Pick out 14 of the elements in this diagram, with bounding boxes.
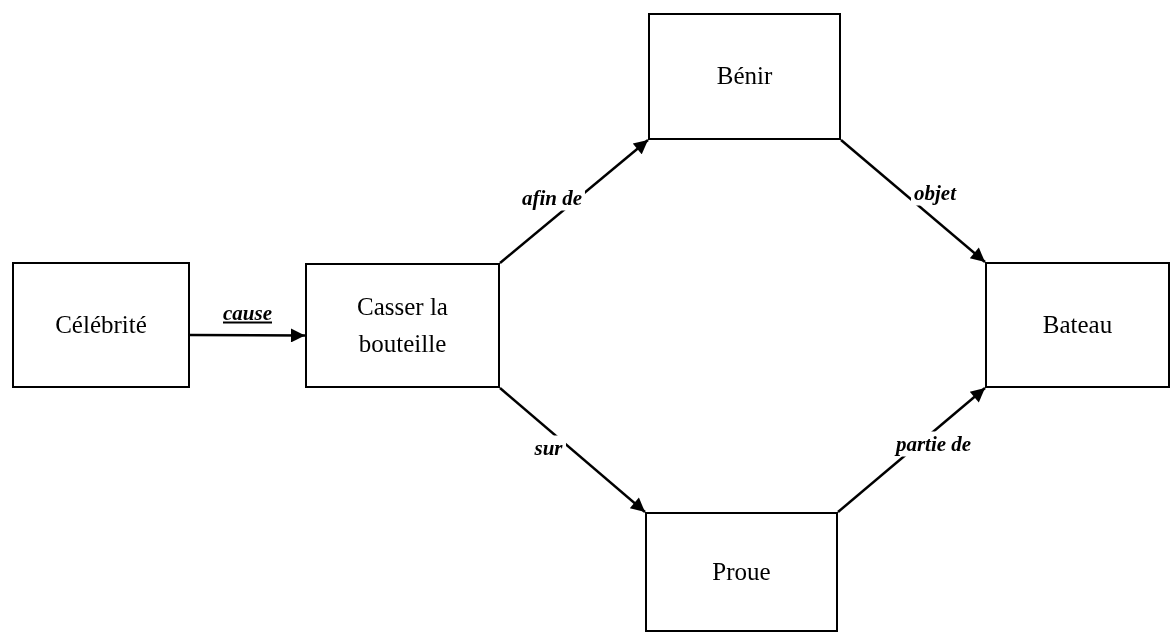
arrow: [499, 387, 646, 513]
concept-label: Proue: [712, 556, 771, 587]
concept-box: [648, 13, 841, 140]
arrow: [190, 328, 305, 343]
concept-box: [12, 262, 190, 388]
concept-label: Bénir: [716, 61, 773, 92]
arrow: [840, 139, 986, 263]
concept-label: Casser la bouteille: [356, 292, 449, 359]
concept-label: Bateau: [1042, 309, 1113, 340]
concept-box: [645, 512, 838, 632]
relation-label: cause: [222, 300, 273, 326]
concept-box: [305, 263, 500, 388]
concept-label: Célébrité: [55, 309, 147, 340]
concept-box: [985, 262, 1170, 388]
